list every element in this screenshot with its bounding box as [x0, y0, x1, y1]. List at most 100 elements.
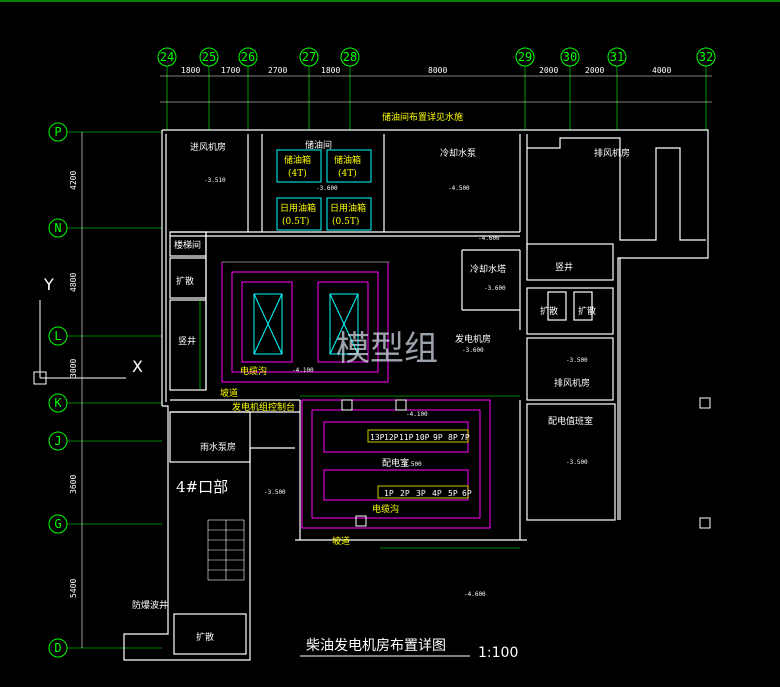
left-dimension-line: 4200 4800 3000 3600 5400 — [69, 132, 83, 648]
panel-9p: 9P — [433, 433, 443, 442]
tank-1-volume: (4T) — [288, 168, 307, 179]
axis-label-27: 27 — [302, 50, 316, 64]
level-5: -3.600 — [484, 285, 506, 292]
axis-label-N: N — [54, 221, 61, 235]
level-8: -3.500 — [566, 357, 588, 364]
left-dim-4: 3600 — [69, 475, 78, 494]
room-distribution: 配电室 — [382, 457, 409, 469]
grid-axes-left: P N L K J G D — [48, 122, 162, 658]
panel-2p: 2P — [400, 489, 410, 498]
level-11: -3.500 — [400, 461, 422, 468]
drawing-title: 柴油发电机房布置详图 — [306, 638, 446, 654]
level-7: -3.600 — [462, 347, 484, 354]
panel-12p: 12P — [384, 433, 399, 442]
panel-1p: 1P — [384, 489, 394, 498]
room-stair: 楼梯间 — [174, 239, 201, 251]
svg-text:Y: Y — [43, 275, 54, 294]
room-expand-4: 扩散 — [196, 631, 214, 643]
level-4: -4.500 — [448, 185, 470, 192]
watermark: 模型组 — [336, 329, 438, 369]
room-exhaust-fan-mid: 排风机房 — [554, 377, 590, 389]
level-9: -3.500 — [566, 459, 588, 466]
level-2: -3.600 — [316, 185, 338, 192]
tank-2-label: 储油箱 — [334, 154, 361, 166]
svg-text:X: X — [132, 357, 143, 376]
room-smoke-shaft: 防爆波井 — [132, 599, 168, 611]
axis-label-25: 25 — [202, 50, 216, 64]
left-dim-1: 4200 — [69, 171, 78, 190]
top-dim-4: 1800 — [321, 66, 340, 75]
level-6: -4.600 — [478, 235, 500, 242]
room-generator: 发电机房 — [455, 333, 491, 345]
ramp-1-label: 坡道 — [220, 387, 238, 399]
cable-trench-1-label: 电缆沟 — [240, 365, 267, 377]
room-shaft-1: 竖井 — [178, 335, 196, 347]
panel-13p: 13P — [370, 433, 385, 442]
top-dim-5: 8000 — [428, 66, 447, 75]
panel-5p: 5P — [448, 489, 458, 498]
room-exhaust-fan-top: 排风机房 — [594, 147, 630, 159]
panel-6p: 6P — [462, 489, 472, 498]
top-dimension-line: 1800 1700 2700 1800 8000 2000 2000 4000 — [160, 66, 712, 103]
daily-tank-1-label: 日用油箱 — [280, 202, 316, 214]
panel-8p: 8P — [448, 433, 458, 442]
axis-label-32: 32 — [699, 50, 713, 64]
generator-units — [253, 293, 359, 355]
oil-tanks — [276, 149, 372, 231]
top-dim-7: 2000 — [585, 66, 604, 75]
control-panel-label: 发电机组控制台 — [232, 401, 295, 413]
daily-tank-2-volume: (0.5T) — [332, 216, 359, 227]
cable-trench-2-label: 电缆沟 — [372, 503, 399, 515]
level-3: -4.100 — [292, 367, 314, 374]
room-expand-3: 扩散 — [578, 305, 596, 317]
panel-4p: 4P — [432, 489, 442, 498]
panel-3p: 3P — [416, 489, 426, 498]
room-distribution-control: 配电值班室 — [548, 415, 593, 427]
room-cooling-tower: 冷却水塔 — [470, 263, 506, 275]
room-cooling-pump: 冷却水泵 — [440, 147, 476, 159]
panel-10p: 10P — [415, 433, 430, 442]
room-oil-store: 储油间 — [305, 139, 332, 151]
axis-label-30: 30 — [563, 50, 577, 64]
room-shaft-2: 竖井 — [555, 261, 573, 273]
drawing-scale: 1:100 — [478, 645, 518, 661]
axis-label-L: L — [54, 329, 61, 343]
level-1: -3.510 — [204, 177, 226, 184]
left-dim-2: 4800 — [69, 273, 78, 292]
axis-label-28: 28 — [343, 50, 357, 64]
top-dim-3: 2700 — [268, 66, 287, 75]
level-10: -4.100 — [406, 411, 428, 418]
zone-label: 4#口部 — [176, 478, 228, 496]
top-dim-2: 1700 — [221, 66, 240, 75]
room-expand-2: 扩散 — [540, 305, 558, 317]
top-dim-8: 4000 — [652, 66, 671, 75]
axis-label-26: 26 — [241, 50, 255, 64]
axis-label-K: K — [54, 396, 62, 410]
column-markers — [341, 397, 711, 529]
top-dim-6: 2000 — [539, 66, 558, 75]
stairs — [207, 519, 245, 581]
panel-11p: 11P — [399, 433, 414, 442]
panel-labels-top: 13P 12P 11P 10P 9P 8P 7P — [370, 433, 470, 442]
daily-tank-2-label: 日用油箱 — [330, 202, 366, 214]
axis-label-P: P — [54, 125, 61, 139]
left-dim-3: 3000 — [69, 359, 78, 378]
tank-1-label: 储油箱 — [284, 154, 311, 166]
room-expand-1: 扩散 — [176, 275, 194, 287]
level-12: -3.500 — [264, 489, 286, 496]
panel-7p: 7P — [460, 433, 470, 442]
panel-labels-bottom: 1P 2P 3P 4P 5P 6P — [384, 489, 472, 498]
left-dim-5: 5400 — [69, 579, 78, 598]
axis-label-J: J — [54, 434, 61, 448]
room-water-pump: 雨水泵房 — [200, 441, 236, 453]
distribution-panels — [367, 429, 469, 499]
daily-tank-1-volume: (0.5T) — [282, 216, 309, 227]
green-dims — [199, 261, 520, 549]
axis-label-D: D — [54, 641, 61, 655]
axis-label-G: G — [54, 517, 61, 531]
ucs-icon: Y X — [33, 275, 143, 385]
level-13: -4.600 — [464, 591, 486, 598]
building-walls — [123, 129, 709, 661]
